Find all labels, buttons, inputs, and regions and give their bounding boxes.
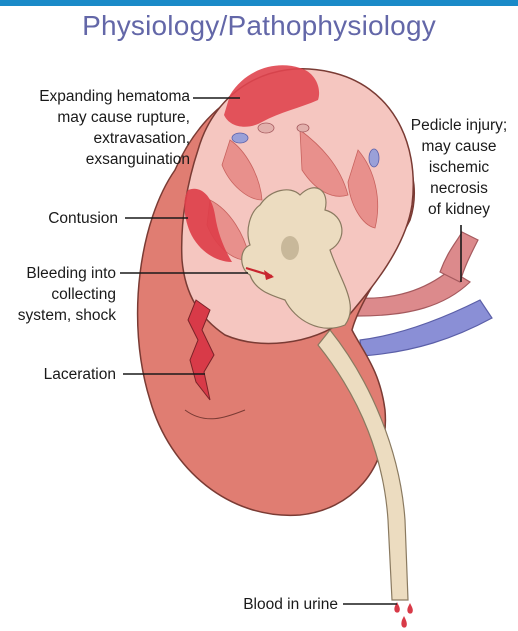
subcapsular-hematoma [224,65,320,127]
kidney-crease [184,409,246,420]
renal-pedicle [355,231,493,357]
laceration-label: Laceration [43,366,116,383]
medullary-pyramids [206,129,379,261]
blood-in-urine-label: Blood in urine [243,596,338,613]
vessel-cross-section [296,123,310,133]
top-accent-bar [0,0,518,6]
leader-lines [120,97,462,605]
contusion-area [184,188,232,262]
pedicle-injury-label: Pedicle injury; may cause ischemic necro… [410,117,508,218]
collecting-system [241,187,351,329]
ureter [317,329,409,601]
renal-artery-branch [439,231,479,283]
renal-artery [355,269,471,317]
bleeding-label: Bleeding into collecting system, shock [17,265,116,324]
page-title: Physiology/Pathophysiology [82,10,436,41]
vessel-cross-section [231,132,249,144]
vessel-cross-section [257,122,275,134]
contusion-label: Contusion [48,210,118,227]
renal-vein [359,299,493,357]
laceration-wound [187,299,215,401]
blood-drops [394,602,413,628]
renal-sinus-fat [281,236,299,260]
vessel-cross-section [368,148,380,168]
hematoma-label: Expanding hematoma may cause rupture, ex… [39,88,190,168]
